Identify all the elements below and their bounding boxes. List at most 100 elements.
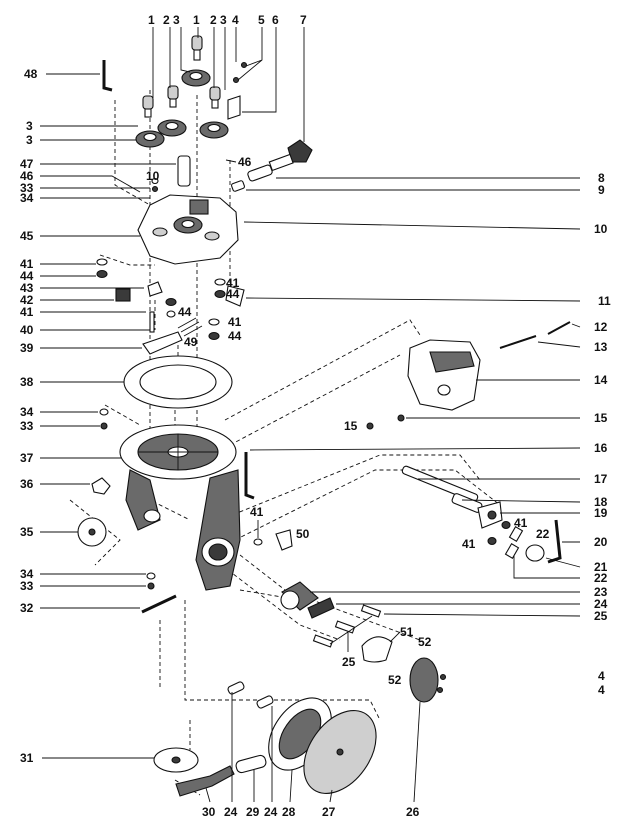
- callout-35: 35: [20, 525, 34, 539]
- callout-51: 51: [400, 625, 414, 639]
- callout-13: 13: [594, 340, 608, 354]
- callout-9: 9: [598, 183, 605, 197]
- callout-3: 3: [173, 13, 180, 27]
- callout-22: 22: [594, 571, 608, 585]
- plug-part-2: [142, 85, 221, 118]
- callout-16: 16: [594, 441, 608, 455]
- rod-part-16: [244, 452, 255, 500]
- screw-part-33-34: [99, 177, 159, 590]
- callout-2: 2: [163, 13, 170, 27]
- callout-39: 39: [20, 341, 34, 355]
- callout-17: 17: [594, 472, 608, 486]
- callout-52: 52: [388, 673, 402, 687]
- callout-15: 15: [594, 411, 608, 425]
- gasket-part-38: [123, 355, 233, 409]
- callout-40: 40: [20, 323, 34, 337]
- callout-25: 25: [594, 609, 608, 623]
- screw-part-4b: [436, 686, 444, 694]
- callout-32: 32: [20, 601, 34, 615]
- plug-part-1: [191, 35, 203, 61]
- callout-34: 34: [20, 567, 34, 581]
- callout-1: 1: [148, 13, 155, 27]
- callout-4: 4: [232, 13, 239, 27]
- callout-46: 46: [20, 169, 34, 183]
- callout-28: 28: [282, 805, 296, 819]
- clamp-part-51: [361, 636, 393, 663]
- callout-5: 5: [258, 13, 265, 27]
- head-part-14: [407, 339, 481, 411]
- callout-38: 38: [20, 375, 34, 389]
- callout-24: 24: [264, 805, 278, 819]
- callout-10: 10: [594, 222, 608, 236]
- callout-33: 33: [20, 579, 34, 593]
- callout-37: 37: [20, 451, 34, 465]
- callout-24: 24: [594, 597, 608, 611]
- callout-33: 33: [20, 419, 34, 433]
- grip-part-29: [235, 754, 267, 774]
- cap-part-21: [525, 544, 545, 562]
- latch-part-43: [147, 281, 163, 297]
- callout-41: 41: [228, 315, 242, 329]
- callout-33: 33: [20, 181, 34, 195]
- screw-part-4: [439, 673, 447, 681]
- callout-41: 41: [514, 516, 528, 530]
- housing-part-45: [137, 194, 239, 265]
- block-part-42: [115, 288, 131, 302]
- link-part-24-b: [227, 681, 245, 695]
- bearing-part-3: [135, 69, 229, 148]
- callout-1: 1: [193, 13, 200, 27]
- callout-41: 41: [226, 276, 240, 290]
- callout-24: 24: [224, 805, 238, 819]
- fitting-part-50: [275, 529, 293, 551]
- allen-key-part-20: [547, 519, 562, 564]
- leader-lines: [40, 27, 581, 803]
- callout-44: 44: [20, 269, 34, 283]
- callout-44: 44: [178, 305, 192, 319]
- callout-23: 23: [594, 585, 608, 599]
- callout-43: 43: [20, 281, 34, 295]
- callout-21: 21: [594, 560, 608, 574]
- pin-part-25c: [312, 634, 334, 648]
- callout-2: 2: [210, 13, 217, 27]
- callout-22: 22: [536, 527, 550, 541]
- callout-42: 42: [20, 293, 34, 307]
- callout-3: 3: [220, 13, 227, 27]
- callout-48: 48: [24, 67, 38, 81]
- callout-52: 52: [418, 635, 432, 649]
- callout-4: 4: [598, 669, 605, 683]
- bolt-part-40: [149, 311, 155, 333]
- pin-part-47: [177, 155, 191, 187]
- callout-46: 46: [238, 155, 252, 169]
- callout-25: 25: [342, 655, 356, 669]
- lever-part-30: [175, 765, 235, 797]
- callout-19: 19: [594, 506, 608, 520]
- washer-part-41-e: [253, 538, 263, 546]
- callout-3: 3: [26, 119, 33, 133]
- bolt-part-32: [141, 594, 177, 614]
- callout-15: 15: [344, 419, 358, 433]
- screw-part-5: [232, 61, 248, 84]
- callout-labels: 1 2 3 1 2 3 4 5 6 7 48 3 3 47 46 46 10 3…: [20, 13, 611, 819]
- pin-part-12: [547, 321, 571, 335]
- callout-31: 31: [20, 751, 34, 765]
- bracket-part-11: [225, 285, 245, 307]
- callout-26: 26: [406, 805, 420, 819]
- callout-6: 6: [272, 13, 279, 27]
- callout-44: 44: [228, 329, 242, 343]
- frame-part-37: [119, 424, 241, 591]
- callout-41: 41: [20, 305, 34, 319]
- callout-34: 34: [20, 405, 34, 419]
- callout-41: 41: [20, 257, 34, 271]
- callout-50: 50: [296, 527, 310, 541]
- callout-11: 11: [598, 294, 611, 308]
- bracket-part-24: [307, 597, 335, 619]
- callout-8: 8: [598, 171, 605, 185]
- callout-14: 14: [594, 373, 608, 387]
- link-part-24-c: [256, 695, 274, 709]
- callout-49: 49: [184, 335, 198, 349]
- callout-45: 45: [20, 229, 34, 243]
- plate-part-27: [303, 710, 377, 794]
- callout-3: 3: [26, 133, 33, 147]
- parts: [77, 35, 571, 797]
